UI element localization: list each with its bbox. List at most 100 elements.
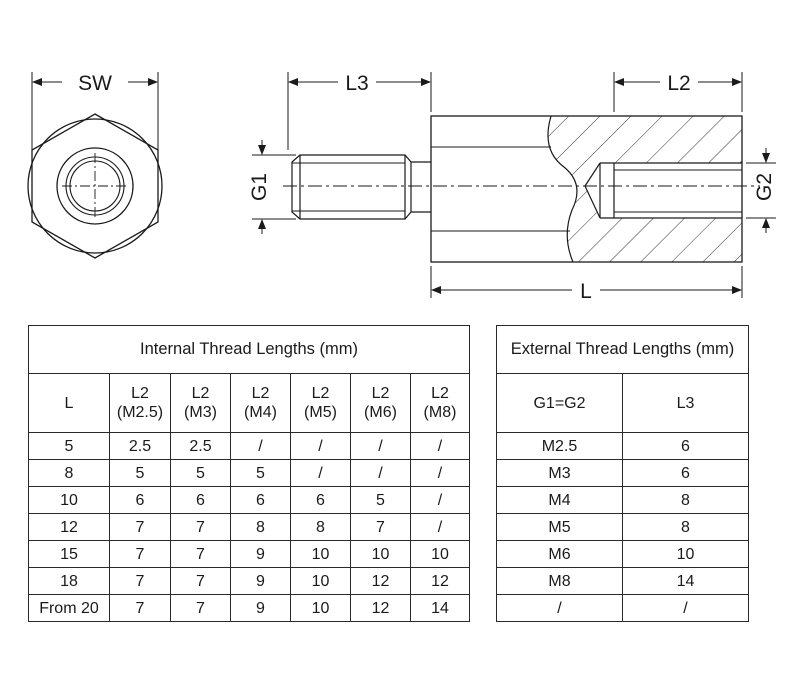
length-cell: 10 (28, 486, 110, 514)
external-table-title: External Thread Lengths (mm) (496, 325, 749, 374)
table-cell: 5 (170, 459, 231, 487)
internal-header-column: L2 (M6) (350, 373, 411, 433)
table-cell: / (410, 432, 470, 460)
l-label: L (580, 280, 592, 303)
table-cell: 2.5 (170, 432, 231, 460)
table-cell: 8 (230, 513, 291, 541)
thread-size-cell: M8 (496, 567, 623, 595)
internal-header-l: L (28, 373, 110, 433)
table-cell: 5 (350, 486, 411, 514)
table-cell: / (350, 432, 411, 460)
hex-counterbore-circle (56, 147, 134, 225)
column-header-top: L2 (191, 385, 210, 402)
table-cell: 2.5 (109, 432, 171, 460)
l3-cell: 6 (622, 459, 749, 487)
table-cell: 5 (109, 459, 171, 487)
l3-dimension (287, 72, 432, 150)
internal-table-title: Internal Thread Lengths (mm) (28, 325, 470, 374)
table-cell: 10 (290, 567, 351, 595)
table-cell: 10 (290, 594, 351, 622)
length-cell: 12 (28, 513, 110, 541)
internal-header-column: L2 (M2.5) (109, 373, 171, 433)
table-cell: / (410, 513, 470, 541)
length-cell: 8 (28, 459, 110, 487)
table-cell: 7 (170, 540, 231, 568)
table-cell: 9 (230, 567, 291, 595)
column-header-thread-size: (M4) (244, 404, 277, 421)
l3-label: L3 (345, 72, 368, 95)
internal-thread-lengths-table: Internal Thread Lengths (mm) L L2(M2.5)L… (28, 325, 470, 622)
external-header-g1-g2: G1=G2 (496, 373, 623, 433)
column-header-top: L2 (131, 385, 149, 402)
thread-size-cell: M6 (496, 540, 623, 568)
internal-header-column: L2 (M5) (290, 373, 351, 433)
g2-label: G2 (753, 173, 776, 201)
table-cell: 12 (410, 567, 470, 595)
column-header-top: L2 (251, 385, 270, 402)
table-cell: 8 (290, 513, 351, 541)
column-header-top: L2 (311, 385, 330, 402)
table-cell: 7 (170, 567, 231, 595)
table-cell: 6 (230, 486, 291, 514)
table-cell: / (410, 459, 470, 487)
table-cell: 7 (170, 594, 231, 622)
column-header-top: L2 (371, 385, 390, 402)
table-cell: / (290, 432, 351, 460)
column-header-thread-size: (M8) (423, 404, 457, 421)
table-cell: 12 (350, 594, 411, 622)
column-header-thread-size: (M6) (364, 404, 397, 421)
l3-cell: 8 (622, 486, 749, 514)
thread-size-cell: / (496, 594, 623, 622)
table-cell: / (230, 432, 291, 460)
sw-dimension (31, 72, 159, 150)
table-cell: 12 (350, 567, 411, 595)
column-header-thread-size: (M2.5) (116, 404, 164, 421)
table-cell: 10 (290, 540, 351, 568)
length-cell: 5 (28, 432, 110, 460)
internal-header-column: L2 (M3) (170, 373, 231, 433)
l2-dimension (613, 72, 743, 112)
column-header-top: L2 (431, 385, 449, 402)
hex-end-view (27, 113, 163, 259)
thread-size-cell: M4 (496, 486, 623, 514)
column-header-thread-size: (M3) (184, 404, 217, 421)
thread-size-cell: M3 (496, 459, 623, 487)
l3-cell: 6 (622, 432, 749, 460)
thread-size-cell: M5 (496, 513, 623, 541)
external-header-l3: L3 (622, 373, 749, 433)
table-cell: 7 (109, 594, 171, 622)
l2-label: L2 (667, 72, 690, 95)
table-cell: 7 (109, 540, 171, 568)
standoff-side-view (283, 115, 760, 263)
external-thread-stud (291, 154, 431, 220)
g1-label: G1 (248, 173, 271, 201)
table-cell: 7 (170, 513, 231, 541)
table-cell: 6 (109, 486, 171, 514)
table-row: // (496, 594, 749, 622)
table-cell: 6 (170, 486, 231, 514)
table-cell: / (290, 459, 351, 487)
l3-cell: / (622, 594, 749, 622)
table-cell: 7 (350, 513, 411, 541)
length-cell: 15 (28, 540, 110, 568)
thread-size-cell: M2.5 (496, 432, 623, 460)
table-cell: 9 (230, 594, 291, 622)
table-cell: / (350, 459, 411, 487)
table-cell: / (410, 486, 470, 514)
internal-header-column: L2 (M4) (230, 373, 291, 433)
length-cell: 18 (28, 567, 110, 595)
column-header-thread-size: (M5) (304, 404, 337, 421)
table-cell: 5 (230, 459, 291, 487)
internal-header-column: L2 (M8) (410, 373, 470, 433)
